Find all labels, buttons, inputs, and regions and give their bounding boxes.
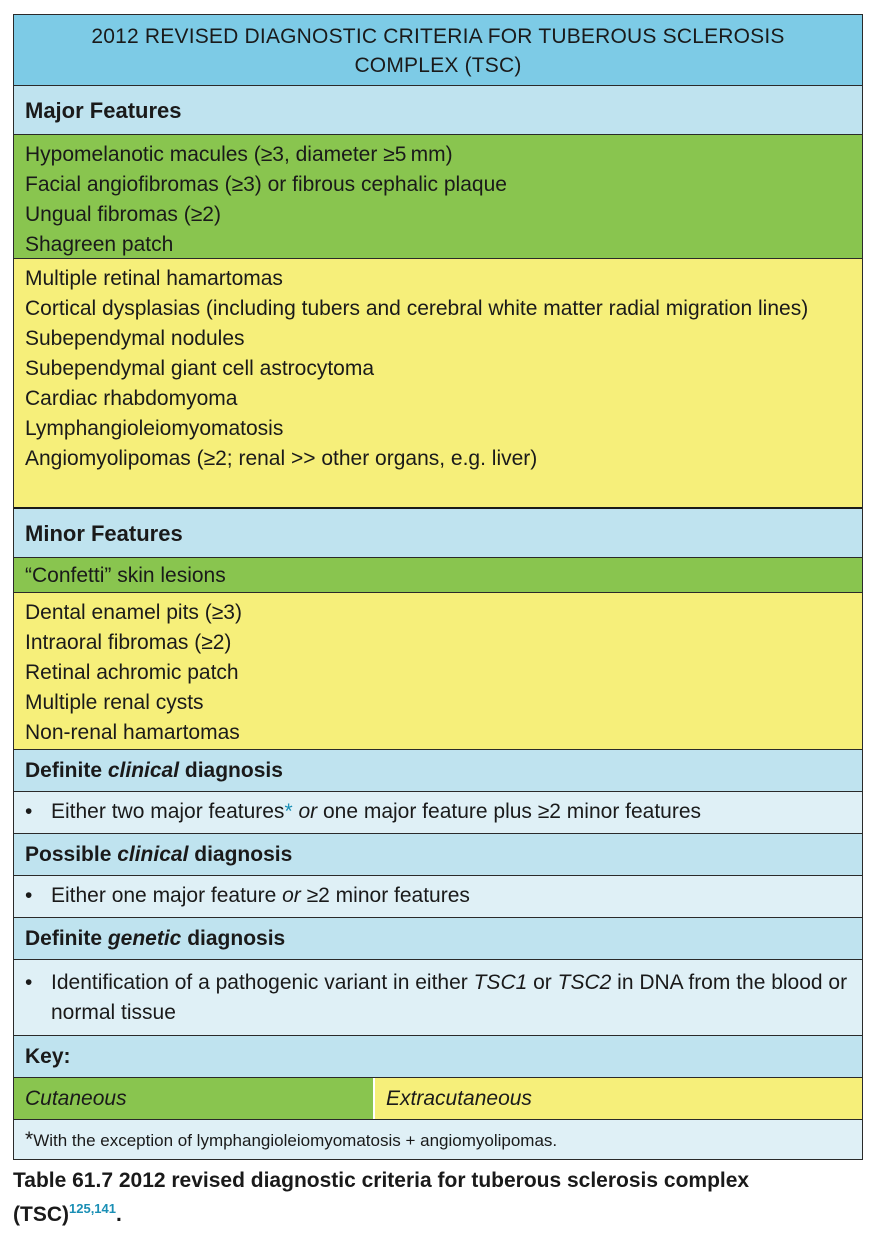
table-title: 2012 REVISED DIAGNOSTIC CRITERIA FOR TUB…: [14, 15, 862, 86]
caption-label: Table 61.7: [13, 1169, 113, 1192]
heading-emphasis: genetic: [107, 927, 182, 950]
definite-genetic-criteria: • Identification of a pathogenic variant…: [14, 960, 862, 1036]
list-item: Multiple retinal hamartomas: [25, 267, 283, 290]
footnote-star: *: [25, 1128, 34, 1151]
list-item: Ungual fibromas (≥2): [25, 203, 221, 226]
list-item: Intraoral fibromas (≥2): [25, 631, 232, 654]
list-item: Subependymal giant cell astrocytoma: [25, 357, 375, 380]
list-item: Hypomelanotic macules (≥3, diameter ≥5 m…: [25, 143, 453, 166]
list-item: Retinal achromic patch: [25, 661, 239, 684]
list-item: Cardiac rhabdomyoma: [25, 387, 238, 410]
caption-end: .: [116, 1203, 122, 1226]
criteria-text: or: [527, 971, 558, 994]
definite-clinical-heading: Definite clinical diagnosis: [14, 750, 862, 792]
table-footnote: *With the exception of lymphangioleiomyo…: [14, 1120, 862, 1160]
gene-tsc2: TSC2: [557, 971, 612, 994]
criteria-text: one major feature plus ≥2 minor features: [322, 800, 702, 823]
possible-clinical-criteria: • Either one major feature or ≥2 minor f…: [14, 876, 862, 918]
minor-features-heading: Minor Features: [14, 509, 862, 558]
list-item: Lymphangioleiomyomatosis: [25, 417, 284, 440]
definite-clinical-criteria: • Either two major features* or one majo…: [14, 792, 862, 834]
footnote-text: With the exception of lymphangioleiomyom…: [33, 1131, 558, 1150]
list-item: Angiomyolipomas (≥2; renal >> other orga…: [25, 447, 538, 470]
table-title-line2: COMPLEX (TSC): [354, 54, 522, 77]
tsc-criteria-table: 2012 REVISED DIAGNOSTIC CRITERIA FOR TUB…: [13, 14, 863, 1160]
major-extracutaneous-list: Multiple retinal hamartomas Cortical dys…: [14, 259, 862, 509]
heading-prefix: Possible: [25, 843, 118, 866]
gene-tsc1: TSC1: [473, 971, 528, 994]
heading-suffix: diagnosis: [181, 927, 286, 950]
key-heading: Key:: [14, 1036, 862, 1078]
criteria-text: ≥2 minor features: [300, 884, 470, 907]
heading-suffix: diagnosis: [188, 843, 293, 866]
key-legend: Cutaneous Extracutaneous: [14, 1078, 862, 1120]
list-item: Facial angiofibromas (≥3) or fibrous cep…: [25, 173, 507, 196]
bullet-icon: •: [25, 884, 33, 907]
list-item: Non-renal hamartomas: [25, 721, 240, 744]
criteria-or: or: [292, 800, 323, 823]
bullet-icon: •: [25, 800, 33, 823]
major-features-heading: Major Features: [14, 86, 862, 135]
footnote-star: *: [284, 800, 293, 823]
definite-genetic-heading: Definite genetic diagnosis: [14, 918, 862, 960]
criteria-text: Either one major feature: [51, 884, 283, 907]
list-item: Cortical dysplasias (including tubers an…: [25, 297, 809, 320]
major-cutaneous-list: Hypomelanotic macules (≥3, diameter ≥5 m…: [14, 135, 862, 259]
minor-cutaneous-list: “Confetti” skin lesions: [14, 558, 862, 593]
list-item: Subependymal nodules: [25, 327, 245, 350]
caption-references: 125,141: [69, 1201, 116, 1216]
legend-cutaneous: Cutaneous: [14, 1078, 375, 1119]
minor-extracutaneous-list: Dental enamel pits (≥3) Intraoral fibrom…: [14, 593, 862, 750]
bullet-icon: •: [25, 971, 33, 994]
criteria-text: Either two major features: [51, 800, 285, 823]
table-caption: Table 61.7 2012 revised diagnostic crite…: [13, 1167, 863, 1229]
heading-prefix: Definite: [25, 927, 108, 950]
criteria-text: in DNA from the blood or normal tissue: [51, 971, 848, 1024]
table-title-line1: 2012 REVISED DIAGNOSTIC CRITERIA FOR TUB…: [91, 25, 785, 48]
heading-prefix: Definite: [25, 759, 108, 782]
list-item: Shagreen patch: [25, 233, 174, 256]
heading-emphasis: clinical: [117, 843, 189, 866]
legend-extracutaneous: Extracutaneous: [375, 1078, 862, 1119]
list-item: Dental enamel pits (≥3): [25, 601, 242, 624]
possible-clinical-heading: Possible clinical diagnosis: [14, 834, 862, 876]
criteria-text: Identification of a pathogenic variant i…: [51, 971, 474, 994]
heading-emphasis: clinical: [107, 759, 180, 782]
list-item: “Confetti” skin lesions: [25, 564, 226, 587]
heading-suffix: diagnosis: [179, 759, 283, 782]
list-item: Multiple renal cysts: [25, 691, 204, 714]
caption-text: 2012 revised diagnostic criteria for tub…: [13, 1169, 750, 1226]
criteria-or: or: [282, 884, 301, 907]
